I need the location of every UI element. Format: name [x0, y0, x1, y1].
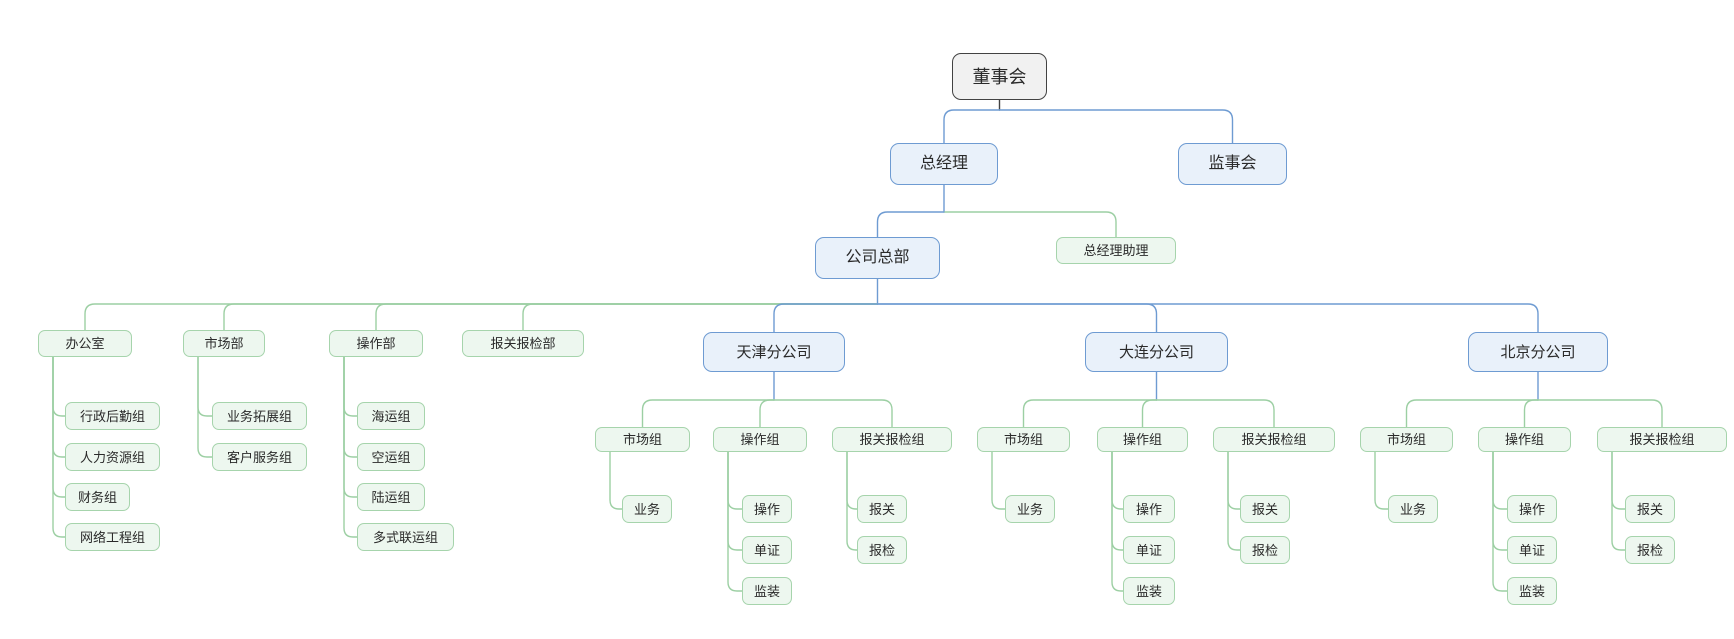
connector-operations-multimodal — [343, 356, 358, 538]
org-node-tj-danzheng[interactable]: 单证 — [742, 536, 792, 564]
connector-operations-sea — [343, 356, 358, 417]
org-node-network[interactable]: 网络工程组 — [65, 523, 160, 551]
org-node-hr[interactable]: 人力资源组 — [65, 443, 160, 471]
connector-dl-ops-dl-jianzhuang — [1111, 451, 1124, 592]
connector-hq-dalian — [876, 303, 1158, 333]
org-node-customs-dept[interactable]: 报关报检部 — [462, 330, 584, 357]
org-node-bj-ops[interactable]: 操作组 — [1478, 427, 1571, 452]
org-node-assistant[interactable]: 总经理助理 — [1056, 237, 1176, 264]
org-node-tj-customs[interactable]: 报关报检组 — [832, 427, 952, 452]
org-node-dl-danzheng[interactable]: 单证 — [1123, 536, 1175, 564]
org-node-dalian[interactable]: 大连分公司 — [1085, 332, 1228, 372]
org-node-land[interactable]: 陆运组 — [357, 483, 425, 511]
connector-dl-ops-dl-danzheng — [1111, 451, 1124, 551]
org-node-bj-yewu[interactable]: 业务 — [1388, 495, 1438, 523]
org-node-tj-baojian[interactable]: 报检 — [857, 536, 907, 564]
org-node-bj-danzheng[interactable]: 单证 — [1507, 536, 1557, 564]
connector-dl-customs-dl-baojian — [1227, 451, 1241, 551]
connector-hq-customs-dept — [522, 303, 879, 331]
org-node-board[interactable]: 董事会 — [952, 53, 1047, 100]
connector-bj-customs-bj-baojian — [1611, 451, 1626, 551]
org-node-tj-market[interactable]: 市场组 — [595, 427, 690, 452]
org-node-tj-ops[interactable]: 操作组 — [713, 427, 807, 452]
org-node-dl-ops[interactable]: 操作组 — [1097, 427, 1188, 452]
connector-beijing-bj-market — [1405, 399, 1539, 428]
connector-bj-ops-bj-jianzhuang — [1492, 451, 1508, 592]
org-node-supervisory[interactable]: 监事会 — [1178, 143, 1287, 185]
connector-gm-assistant — [943, 211, 1117, 238]
org-node-dl-caozuo[interactable]: 操作 — [1123, 495, 1175, 523]
connector-dl-market-dl-yewu — [991, 451, 1006, 510]
connector-office-network — [52, 356, 66, 538]
connector-tj-ops-tj-caozuo — [727, 451, 743, 510]
connector-tj-market-tj-yewu — [609, 451, 623, 510]
connector-marketing-bizdev — [197, 356, 213, 417]
org-node-marketing[interactable]: 市场部 — [183, 330, 265, 357]
connector-hq-beijing — [876, 303, 1539, 333]
org-node-bj-jianzhuang[interactable]: 监装 — [1507, 577, 1557, 605]
connector-tj-customs-tj-baoguan — [846, 451, 858, 510]
org-node-custsvc[interactable]: 客户服务组 — [212, 443, 307, 471]
connector-hq-office — [84, 303, 879, 331]
org-node-finance[interactable]: 财务组 — [65, 483, 130, 511]
connector-tj-customs-tj-baojian — [846, 451, 858, 551]
org-node-dl-baojian[interactable]: 报检 — [1240, 536, 1290, 564]
org-node-bj-baojian[interactable]: 报检 — [1625, 536, 1675, 564]
connector-dl-customs-dl-baoguan — [1227, 451, 1241, 510]
connector-hq-operations — [375, 303, 879, 331]
org-node-tj-baoguan[interactable]: 报关 — [857, 495, 907, 523]
connector-tianjin-tj-ops — [759, 399, 775, 428]
org-node-bj-customs[interactable]: 报关报检组 — [1597, 427, 1727, 452]
org-node-gm[interactable]: 总经理 — [890, 143, 998, 185]
connector-bj-ops-bj-danzheng — [1492, 451, 1508, 551]
connector-tianjin-tj-customs — [773, 399, 893, 428]
connector-office-admin — [52, 356, 66, 417]
org-node-bizdev[interactable]: 业务拓展组 — [212, 402, 307, 430]
org-node-hq[interactable]: 公司总部 — [815, 237, 940, 279]
connector-dalian-dl-customs — [1155, 399, 1275, 428]
org-node-dl-yewu[interactable]: 业务 — [1005, 495, 1055, 523]
connector-tj-ops-tj-jianzhuang — [727, 451, 743, 592]
connector-tj-ops-tj-danzheng — [727, 451, 743, 551]
org-node-sea[interactable]: 海运组 — [357, 402, 425, 430]
connector-hq-marketing — [223, 303, 879, 331]
org-node-dl-baoguan[interactable]: 报关 — [1240, 495, 1290, 523]
org-node-air[interactable]: 空运组 — [357, 443, 425, 471]
connector-dl-ops-dl-caozuo — [1111, 451, 1124, 510]
org-node-dl-jianzhuang[interactable]: 监装 — [1123, 577, 1175, 605]
org-node-tj-yewu[interactable]: 业务 — [622, 495, 672, 523]
org-node-bj-baoguan[interactable]: 报关 — [1625, 495, 1675, 523]
connector-marketing-custsvc — [197, 356, 213, 458]
org-node-tianjin[interactable]: 天津分公司 — [703, 332, 845, 372]
org-node-tj-jianzhuang[interactable]: 监装 — [742, 577, 792, 605]
connector-bj-customs-bj-baoguan — [1611, 451, 1626, 510]
org-node-dl-customs[interactable]: 报关报检组 — [1213, 427, 1335, 452]
connector-tianjin-tj-market — [641, 399, 775, 428]
connector-hq-tianjin — [773, 303, 879, 333]
org-node-operations[interactable]: 操作部 — [329, 330, 423, 357]
org-node-bj-caozuo[interactable]: 操作 — [1507, 495, 1557, 523]
connector-bj-market-bj-yewu — [1374, 451, 1389, 510]
org-node-multimodal[interactable]: 多式联运组 — [357, 523, 454, 551]
org-node-beijing[interactable]: 北京分公司 — [1468, 332, 1608, 372]
connector-office-hr — [52, 356, 66, 458]
connector-board-supervisory — [998, 109, 1234, 144]
org-node-dl-market[interactable]: 市场组 — [977, 427, 1070, 452]
connector-operations-land — [343, 356, 358, 498]
org-node-admin[interactable]: 行政后勤组 — [65, 402, 160, 430]
org-node-bj-market[interactable]: 市场组 — [1360, 427, 1453, 452]
connector-dalian-dl-ops — [1141, 399, 1158, 428]
connector-bj-ops-bj-caozuo — [1492, 451, 1508, 510]
org-node-tj-caozuo[interactable]: 操作 — [742, 495, 792, 523]
connector-operations-air — [343, 356, 358, 458]
connector-office-finance — [52, 356, 66, 498]
connector-dalian-dl-market — [1022, 399, 1158, 428]
connector-beijing-bj-ops — [1523, 399, 1539, 428]
connector-beijing-bj-customs — [1537, 399, 1663, 428]
org-node-office[interactable]: 办公室 — [38, 330, 132, 357]
connector-board-gm — [943, 109, 1001, 144]
connector-gm-hq — [876, 211, 945, 238]
